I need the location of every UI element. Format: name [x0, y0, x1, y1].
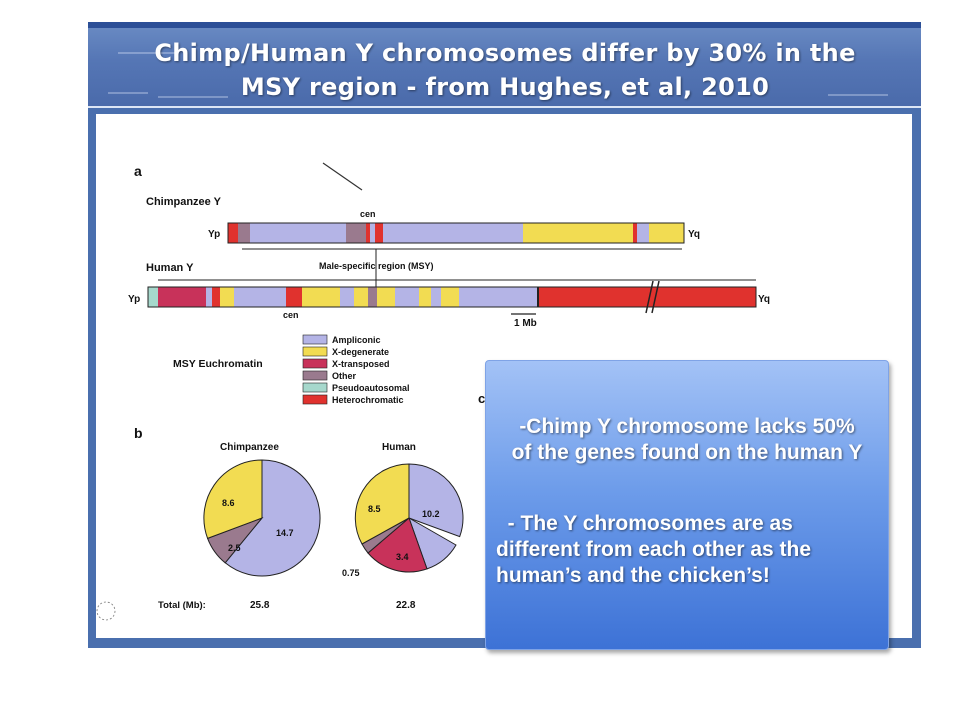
panel-a-label: a	[134, 163, 142, 179]
legend-swatch	[302, 394, 328, 405]
pie-value: 14.7	[276, 528, 294, 538]
pie-value: 3.4	[396, 552, 409, 562]
title-banner	[88, 22, 921, 108]
pie-slice-x-degenerate	[203, 459, 263, 540]
legend-label: Pseudoautosomal	[332, 383, 410, 393]
callout-box: -Chimp Y chromosome lacks 50% of the gen…	[485, 360, 889, 650]
callout-line: -Chimp Y chromosome lacks 50%	[519, 415, 855, 438]
pie-chimp-title: Chimpanzee	[220, 442, 279, 453]
slide-title-line-1: Chimp/Human Y chromosomes differ by 30% …	[154, 39, 856, 67]
scale-label: 1 Mb	[514, 318, 537, 329]
human-y-title: Human Y	[146, 262, 194, 274]
slide-title: Chimp/Human Y chromosomes differ by 30% …	[100, 36, 910, 104]
scan-mark	[322, 162, 363, 191]
panel-c-label: c	[478, 391, 485, 406]
slide-title-line-2: MSY region - from Hughes, et al, 2010	[240, 73, 770, 101]
legend: Ampliconic X-degenerate X-transposed Oth…	[302, 334, 410, 405]
human-yp-label: Yp	[128, 294, 140, 305]
human-yq-label: Yq	[758, 294, 770, 305]
legend-swatch	[302, 358, 328, 369]
callout-paragraph-1: -Chimp Y chromosome lacks 50% of the gen…	[486, 414, 888, 466]
callout-line: of the genes found on the human Y	[511, 441, 863, 464]
legend-label: X-degenerate	[332, 347, 389, 357]
panel-b-label: b	[134, 425, 143, 441]
callout-paragraph-2: - The Y chromosomes are as different fro…	[496, 511, 881, 589]
legend-title: MSY Euchromatin	[173, 358, 263, 370]
callout-line: human’s and the chicken’s!	[496, 564, 770, 587]
decorative-line	[108, 92, 148, 94]
callout-line: - The Y chromosomes are as	[496, 512, 793, 535]
pie-slice-ampliconic	[408, 463, 464, 538]
pie-chimpanzee	[203, 459, 321, 577]
human-chromosome-bar	[147, 280, 757, 314]
pie-value: 0.75	[342, 568, 360, 578]
human-cen-label: cen	[283, 310, 299, 320]
figure-graphic: a b c Chimpanzee Y cen Yp Yq Human Y Mal…	[96, 162, 770, 621]
pie-value: 2.5	[228, 543, 241, 553]
callout-line: different from each other as the	[496, 538, 812, 561]
legend-label: Other	[332, 371, 357, 381]
decorative-line	[828, 94, 888, 96]
decorative-line	[158, 96, 228, 98]
legend-label: X-transposed	[332, 359, 390, 369]
pie-slice-x-degenerate	[354, 463, 410, 545]
pie-slice-ampliconic	[224, 459, 321, 577]
chimp-y-title: Chimpanzee Y	[146, 196, 222, 208]
legend-swatch	[302, 382, 328, 393]
pie-human	[354, 463, 464, 573]
chimp-cen-label: cen	[360, 209, 376, 219]
chimp-chromosome-bar	[227, 222, 685, 244]
chimp-yp-label: Yp	[208, 229, 220, 240]
pie-value: 8.5	[368, 504, 381, 514]
legend-swatch	[302, 370, 328, 381]
legend-label: Heterochromatic	[332, 395, 404, 405]
msy-label: Male-specific region (MSY)	[319, 261, 434, 271]
pie-value: 10.2	[422, 509, 440, 519]
legend-swatch	[302, 334, 328, 345]
pie-human-title: Human	[382, 442, 416, 453]
legend-swatch	[302, 346, 328, 357]
total-human: 22.8	[396, 600, 416, 611]
chimp-yq-label: Yq	[688, 229, 700, 240]
total-label: Total (Mb):	[158, 600, 206, 611]
pie-slice-x-transposed	[367, 517, 428, 573]
decorative-line	[118, 52, 178, 54]
total-chimp: 25.8	[250, 600, 270, 611]
pie-value: 8.6	[222, 498, 235, 508]
legend-label: Ampliconic	[332, 335, 381, 345]
journal-stamp	[96, 601, 116, 621]
